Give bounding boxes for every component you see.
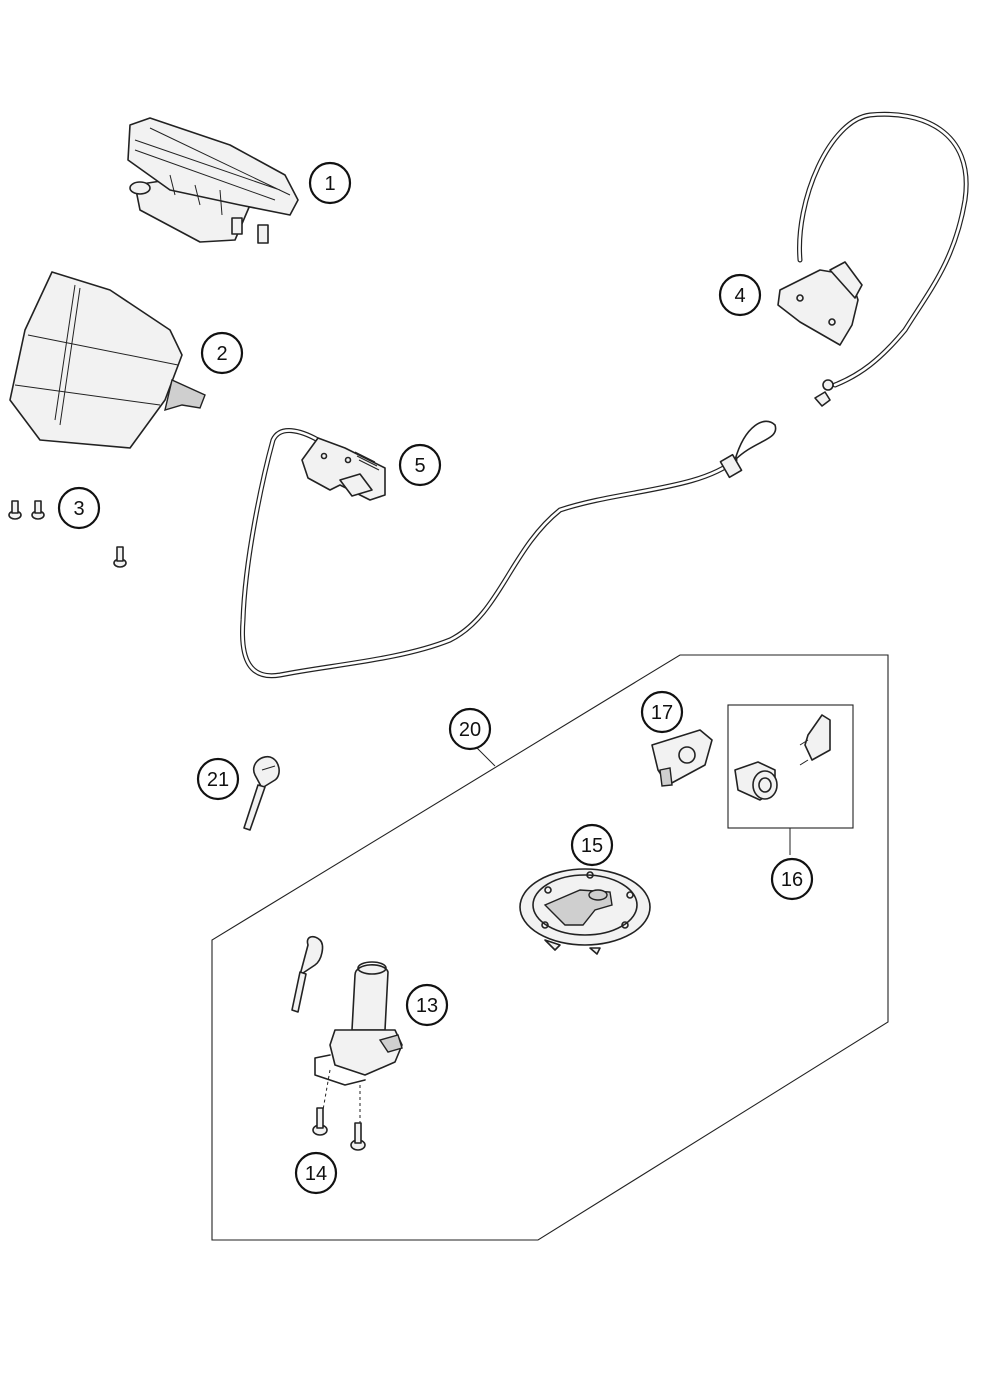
part-17-flap (651, 729, 713, 787)
callout-3: 3 (57, 486, 101, 530)
callout-label: 20 (459, 719, 481, 741)
callout-13: 13 (405, 983, 449, 1027)
part-14-bolts (312, 1107, 366, 1151)
part-16-lock-cylinder (727, 704, 854, 855)
callout-label: 17 (651, 702, 673, 724)
callout-label: 15 (581, 835, 603, 857)
kit-frame-20 (211, 654, 889, 1241)
callout-label: 16 (781, 869, 803, 891)
callout-label: 5 (414, 455, 425, 477)
callout-label: 2 (216, 343, 227, 365)
callout-4: 4 (718, 273, 762, 317)
callout-5: 5 (398, 443, 442, 487)
callout-label: 4 (734, 285, 745, 307)
callout-label: 21 (207, 769, 229, 791)
part-13-ignition-lock (291, 935, 403, 1130)
callout-label: 13 (416, 995, 438, 1017)
part-5-seat-latch-cable (239, 420, 777, 679)
callout-15: 15 (570, 823, 614, 867)
part-1-instrument-cluster (127, 117, 299, 244)
callout-label: 1 (324, 173, 335, 195)
part-2-headlight-mask (9, 271, 206, 449)
callout-label: 3 (73, 498, 84, 520)
callout-14: 14 (294, 1151, 338, 1195)
callout-17: 17 (640, 690, 684, 734)
part-21-key (243, 755, 280, 831)
callout-2: 2 (200, 331, 244, 375)
callout-label: 14 (305, 1163, 327, 1185)
callout-1: 1 (308, 161, 352, 205)
callout-21: 21 (196, 757, 240, 801)
callout-16: 16 (770, 857, 814, 901)
part-4-seat-lock-cable (777, 111, 969, 407)
part-3-screws (8, 500, 127, 568)
callout-20: 20 (448, 707, 492, 751)
part-15-fuel-cap (519, 868, 651, 955)
